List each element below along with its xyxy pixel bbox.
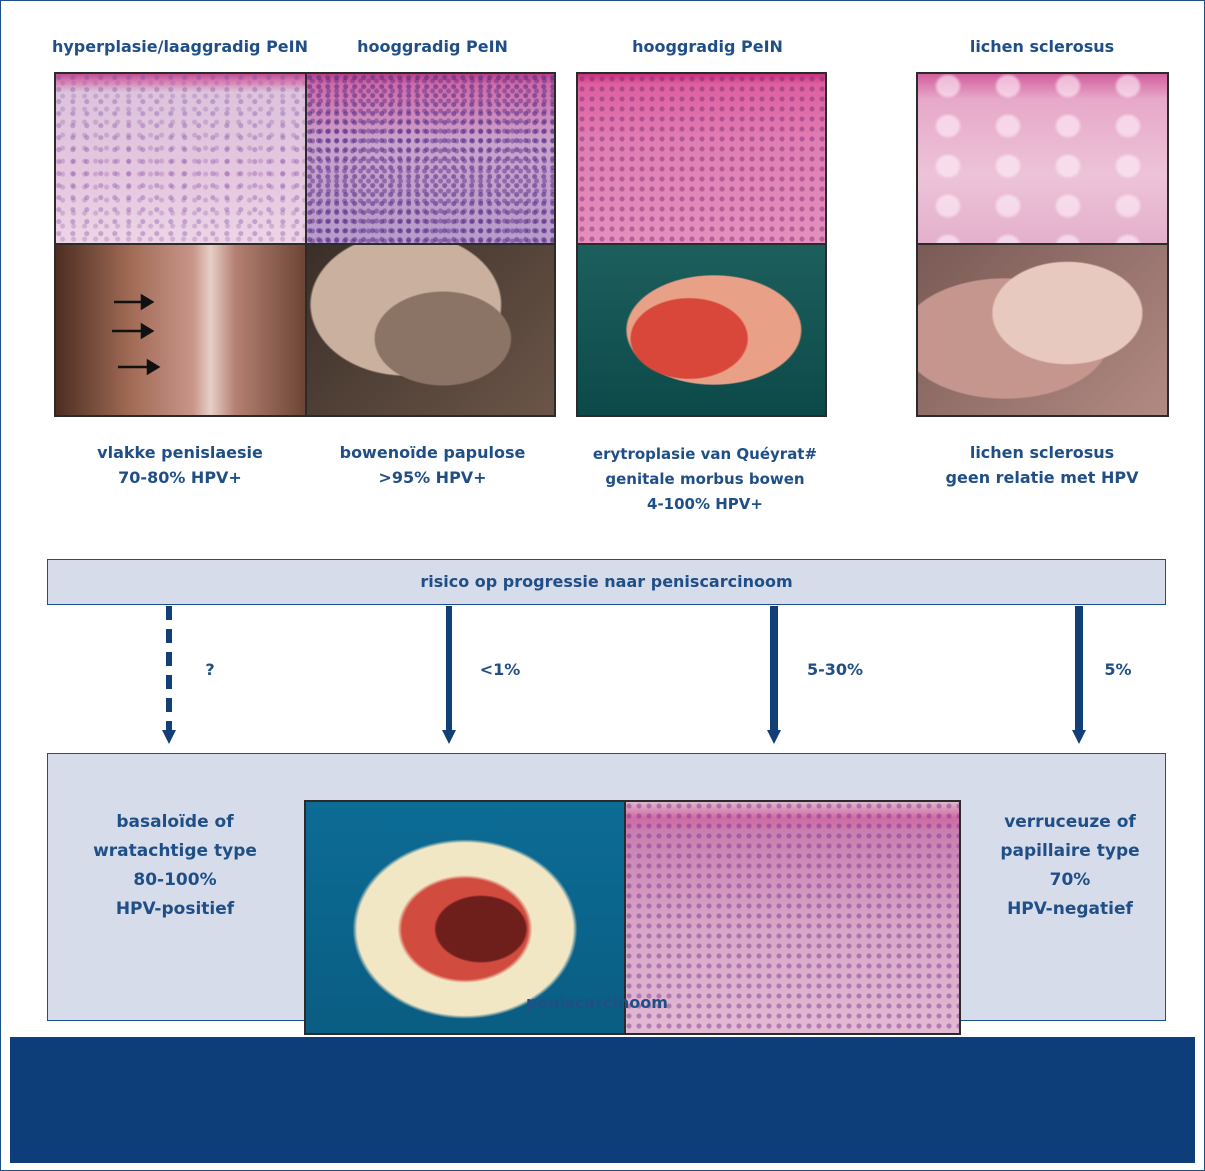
arrowhead-5 — [1072, 730, 1086, 744]
carcinoma-right-line-4: HPV-negatief — [975, 895, 1165, 924]
carcinoma-right-line-2: papillaire type — [975, 837, 1165, 866]
arrowhead-unknown — [162, 730, 176, 744]
carcinoma-left-line-4: HPV-positief — [80, 895, 270, 924]
arrow-shaft-lt1 — [446, 606, 452, 730]
arrow-label-lt1: <1% — [475, 657, 525, 682]
carcinoma-left-line-2: wratachtige type — [80, 837, 270, 866]
arrow-label-unknown: ? — [195, 657, 225, 682]
arrow-shaft-5 — [1075, 606, 1083, 730]
arrow-label-5-30: 5-30% — [800, 657, 870, 682]
progression-arrows — [0, 0, 1205, 760]
arrow-label-5: 5% — [1098, 657, 1138, 682]
arrowhead-5-30 — [767, 730, 781, 744]
carcinoma-left-line-1: basaloïde of — [80, 808, 270, 837]
carcinoma-left-text: basaloïde of wratachtige type 80-100% HP… — [80, 808, 270, 924]
carcinoma-caption: peniscarcinoom — [447, 990, 747, 1015]
arrow-shaft-5-30 — [770, 606, 778, 730]
carcinoma-right-text: verruceuze of papillaire type 70% HPV-ne… — [975, 808, 1165, 924]
footer-band — [10, 1037, 1195, 1163]
carcinoma-left-line-3: 80-100% — [80, 866, 270, 895]
arrowhead-lt1 — [442, 730, 456, 744]
carcinoma-right-line-3: 70% — [975, 866, 1165, 895]
carcinoma-right-line-1: verruceuze of — [975, 808, 1165, 837]
